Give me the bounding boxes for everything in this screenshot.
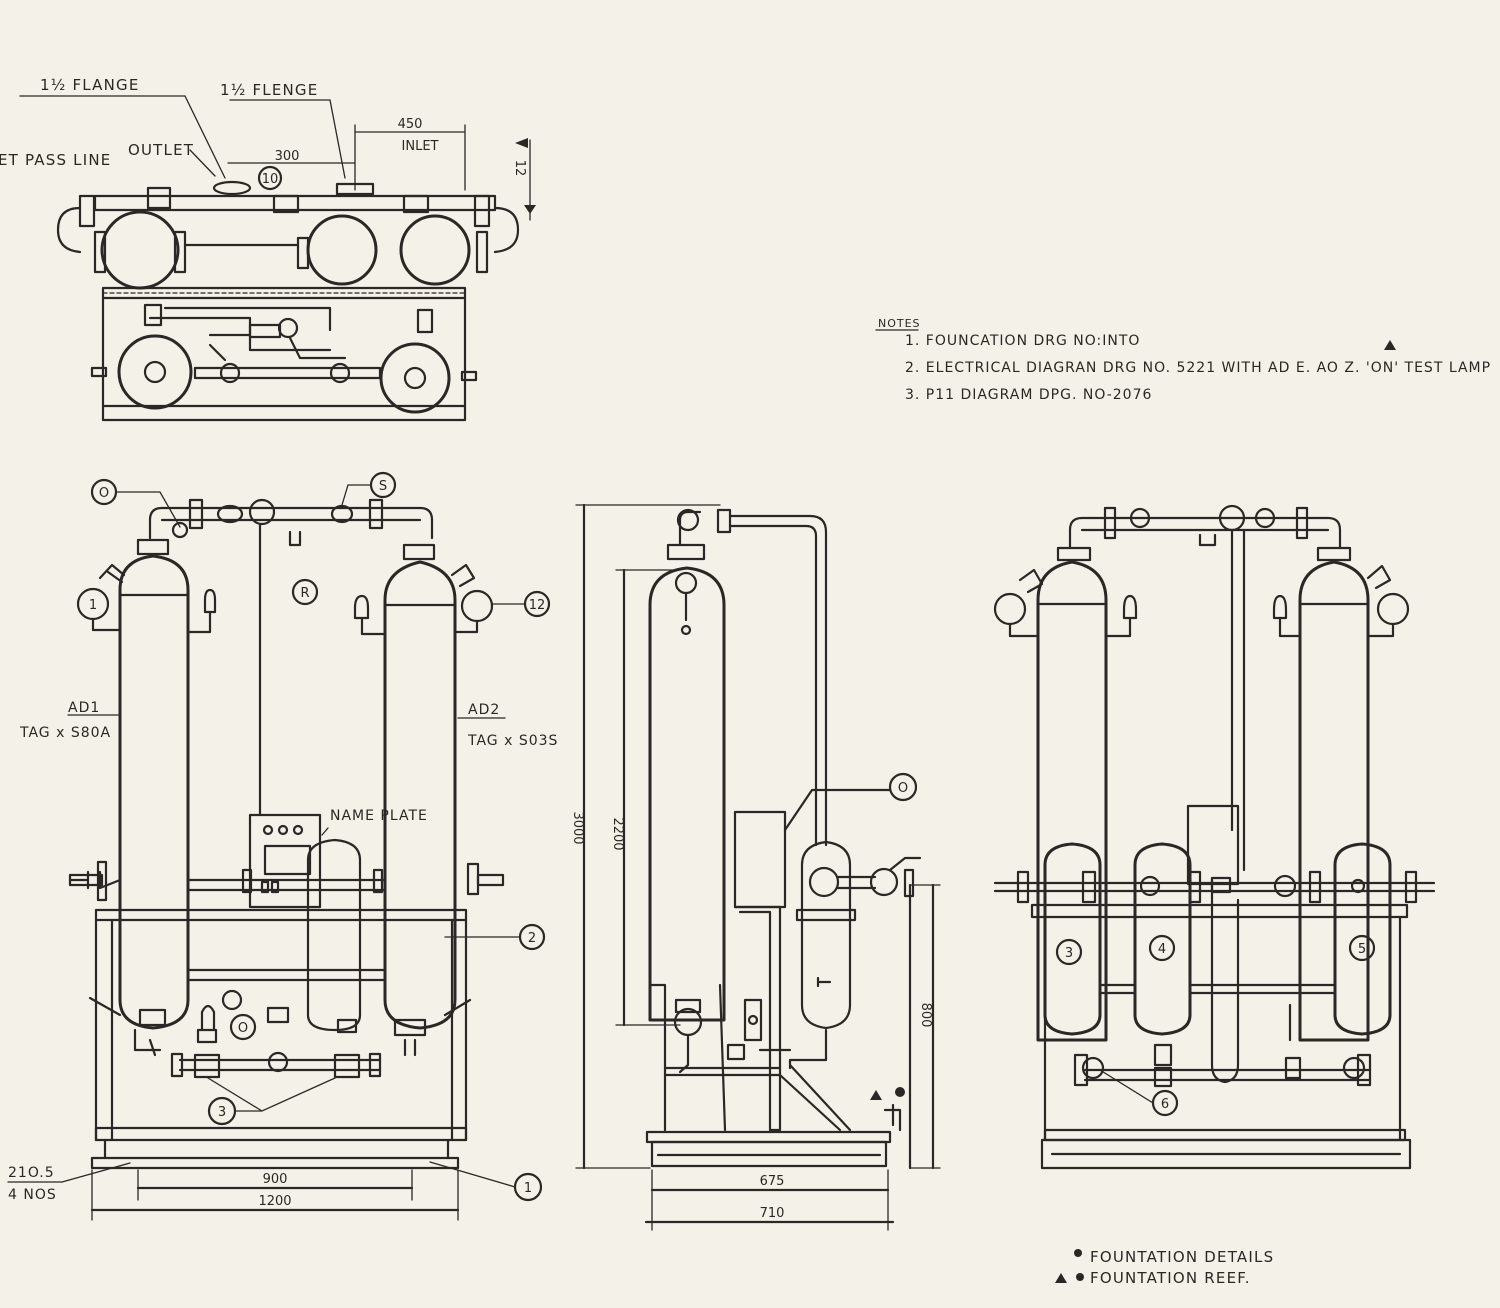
outlet-label: OUTLET (128, 141, 194, 159)
dim-800: 800 (918, 1003, 933, 1028)
note-3: 3. P11 DIAGRAM DPG. NO-2076 (905, 387, 1152, 403)
dim-12: 12 (512, 160, 527, 177)
legend-item-2: FOUNTATION REEF. (1090, 1269, 1251, 1287)
note-1: 1. FOUNCATION DRG NO:INTO (905, 333, 1140, 349)
front-balloon-s: S (379, 479, 387, 494)
tag-right-no: TAG x S03S (467, 733, 558, 749)
front-balloon-3: 3 (218, 1105, 226, 1120)
dim-bolt-2: 4 NOS (8, 1187, 57, 1203)
top-view: 1½ FLANGE 1½ FLENGE ET PASS LINE OUTLET … (0, 76, 536, 422)
legend-item-1: FOUNTATION DETAILS (1090, 1248, 1274, 1266)
dim-bolt: 21O.5 (8, 1165, 55, 1181)
front-balloon-o2: O (238, 1021, 248, 1036)
front-balloon-12: 12 (529, 598, 546, 613)
tag-left: AD1 (68, 700, 100, 716)
rear-view: 3 4 5 6 (993, 504, 1436, 1170)
dim-inlet: INLET (402, 139, 439, 154)
dim-900: 900 (263, 1172, 288, 1187)
dim-675: 675 (760, 1174, 785, 1189)
name-plate-label: NAME PLATE (330, 808, 428, 824)
front-balloon-r: R (300, 586, 309, 601)
rear-balloon-6: 6 (1161, 1097, 1169, 1112)
front-balloon-1: 1 (89, 598, 97, 613)
dim-2200: 2200 (610, 817, 625, 850)
flange-label-2: 1½ FLENGE (220, 81, 318, 99)
dim-450: 450 (398, 117, 423, 132)
front-balloon-1b: 1 (524, 1181, 532, 1196)
balloon-10: 10 (262, 172, 279, 187)
dim-1200: 1200 (258, 1194, 291, 1209)
dim-300: 300 (275, 149, 300, 164)
tag-right: AD2 (468, 702, 500, 718)
side-balloon-o: O (898, 781, 908, 796)
note-2: 2. ELECTRICAL DIAGRAN DRG NO. 5221 WITH … (905, 360, 1491, 376)
front-view: O S 1 AD1 TAG x S80A R 12 AD2 TAG x S03S (7, 471, 558, 1221)
bypass-line-label: ET PASS LINE (0, 151, 111, 169)
dim-3000: 3000 (570, 811, 585, 844)
rear-balloon-5: 5 (1358, 942, 1366, 957)
side-view: 3000 2200 O (570, 503, 941, 1231)
front-balloon-2: 2 (528, 931, 536, 946)
rear-balloon-3: 3 (1065, 946, 1073, 961)
notes-block: NOTES 1. FOUNCATION DRG NO:INTO 2. ELECT… (875, 317, 1491, 403)
flange-label-1: 1½ FLANGE (40, 76, 140, 94)
front-balloon-o: O (99, 486, 109, 501)
dim-710: 710 (760, 1206, 785, 1221)
legend: FOUNTATION DETAILS FOUNTATION REEF. (1055, 1248, 1274, 1287)
notes-heading: NOTES (878, 317, 921, 330)
tag-left-no: TAG x S80A (19, 725, 111, 741)
rear-balloon-4: 4 (1158, 942, 1166, 957)
